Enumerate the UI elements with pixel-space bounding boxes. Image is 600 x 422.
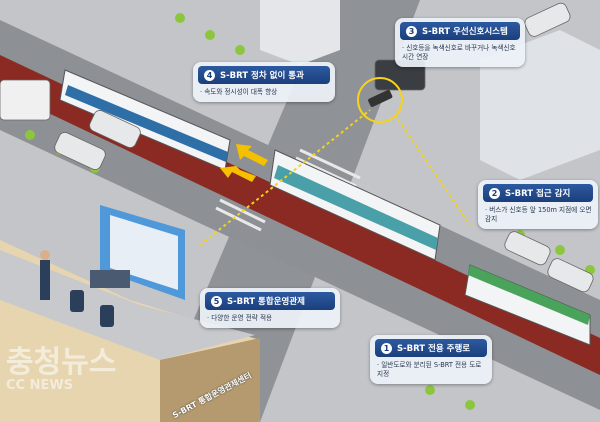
callout-title: S-BRT 정차 없이 통과	[220, 71, 304, 81]
callout-dedicated-lane: 1 S-BRT 전용 주행로 · 일반도로와 분리된 S-BRT 전용 도로 지정	[370, 335, 492, 384]
bus-green	[464, 264, 591, 346]
building	[480, 30, 600, 180]
watermark-sub: CC NEWS	[6, 378, 74, 393]
callout-title: S-BRT 통합운영관제	[227, 297, 305, 307]
callout-description: · 속도와 정시성이 대폭 향상	[200, 88, 278, 96]
building	[260, 0, 340, 65]
communication-lines	[199, 109, 471, 246]
callout-description: · 일반도로와 분리된 S-BRT 전용 도로 지정	[377, 361, 482, 378]
step-number-badge: 2	[489, 187, 500, 199]
callout-description: · 버스가 신호등 앞 150m 지점에 오면 감지	[485, 206, 592, 223]
step-number-badge: 4	[204, 69, 215, 81]
callout-description: · 다양한 운영 전략 적용	[207, 314, 273, 322]
operators	[40, 250, 130, 327]
callout-title: S-BRT 우선신호시스템	[422, 27, 508, 37]
step-number-badge: 5	[211, 295, 222, 307]
control-room-floor	[0, 250, 255, 360]
step-number-badge: 1	[381, 342, 392, 354]
callout-approach-detection: 2 S-BRT 접근 감지 · 버스가 신호등 앞 150m 지점에 오면 감지	[478, 180, 598, 229]
callout-title: S-BRT 전용 주행로	[397, 344, 471, 354]
watermark-text: 충청뉴스	[6, 345, 117, 380]
callout-description: · 신호등을 녹색신호로 바꾸거나 녹색신호 시간 연장	[402, 44, 516, 61]
callout-title: S-BRT 접근 감지	[505, 189, 571, 199]
callout-nonstop-pass: 4 S-BRT 정차 없이 통과 · 속도와 정시성이 대폭 향상	[193, 62, 335, 102]
bus-center	[269, 149, 441, 261]
building-side	[160, 338, 260, 422]
direction-arrows	[220, 144, 268, 182]
traffic-signal-icon	[368, 89, 393, 107]
cars	[0, 2, 594, 293]
callout-integrated-control: 5 S-BRT 통합운영관제 · 다양한 운영 전략 적용	[200, 288, 340, 328]
step-number-badge: 3	[406, 25, 417, 37]
signal-highlight-ring	[357, 77, 403, 123]
callout-priority-signal: 3 S-BRT 우선신호시스템 · 신호등을 녹색신호로 바꾸거나 녹색신호 시간…	[395, 18, 525, 67]
